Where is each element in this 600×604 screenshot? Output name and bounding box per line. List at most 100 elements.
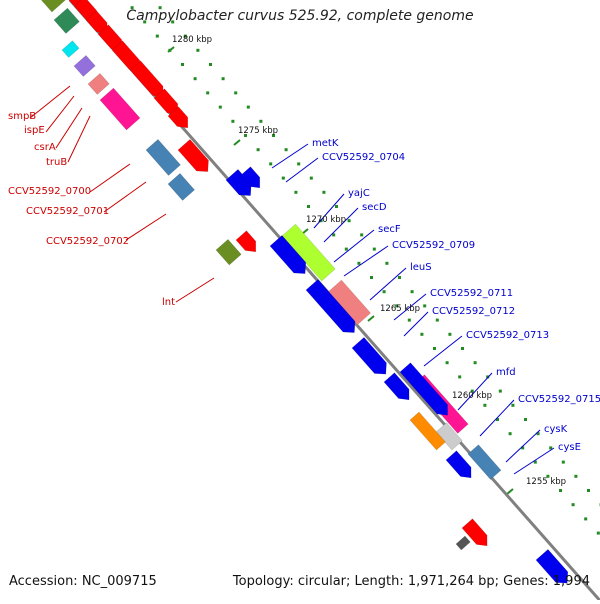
scale-tick: [206, 91, 209, 94]
scale-tick: [196, 49, 199, 52]
scale-tick: [247, 106, 250, 109]
gene-label-right[interactable]: cysK: [544, 424, 568, 435]
gene-label-right[interactable]: CCV52592_0704: [322, 152, 405, 163]
accession-text: Accession: NC_009715: [9, 574, 157, 589]
scale-tick: [222, 77, 225, 80]
scale-tick: [562, 461, 565, 464]
label-leader-line: [68, 116, 90, 162]
gene-feature[interactable]: [62, 41, 79, 58]
gene-label-left[interactable]: csrA: [34, 142, 56, 153]
label-leader-line: [176, 278, 214, 302]
scale-tick: [285, 148, 288, 151]
gene-label-right[interactable]: metK: [312, 138, 339, 149]
label-leader-line: [272, 144, 308, 168]
scale-ticks: [118, 0, 600, 535]
gene-label-left[interactable]: CCV52592_0701: [26, 206, 109, 217]
gene-feature[interactable]: [88, 73, 109, 94]
label-leader-line: [324, 208, 358, 242]
gene-label-right[interactable]: secD: [362, 202, 387, 213]
gene-feature[interactable]: [168, 173, 195, 200]
scale-tick: [572, 503, 575, 506]
scale-tick: [509, 432, 512, 435]
major-tick: [234, 140, 240, 145]
label-leader-line: [126, 214, 166, 240]
label-leader-line: [90, 164, 130, 192]
scale-tick: [269, 162, 272, 165]
gene-label-right[interactable]: CCV52592_0711: [430, 288, 513, 299]
label-leader-line: [370, 268, 406, 300]
scale-label: 1270 kbp: [306, 215, 346, 225]
scale-tick: [307, 205, 310, 208]
scale-tick: [370, 276, 373, 279]
scale-label: 1280 kbp: [172, 35, 212, 45]
scale-tick: [383, 290, 386, 293]
scale-label: 1255 kbp: [526, 477, 566, 487]
scale-tick: [310, 177, 313, 180]
scale-tick: [219, 106, 222, 109]
gene-label-right[interactable]: CCV52592_0715: [518, 394, 600, 405]
scale-tick: [231, 120, 234, 123]
scale-tick: [194, 77, 197, 80]
major-tick: [368, 316, 374, 321]
scale-tick: [408, 319, 411, 322]
scale-label: 1275 kbp: [238, 126, 278, 136]
gene-feature[interactable]: [146, 139, 180, 175]
forward-gene[interactable]: [236, 231, 256, 252]
label-leaders: [30, 86, 554, 474]
reverse-gene[interactable]: [446, 451, 471, 478]
scale-tick: [423, 304, 426, 307]
label-leader-line: [334, 230, 374, 262]
scale-tick: [360, 233, 363, 236]
scale-tick: [574, 475, 577, 478]
gene-label-right[interactable]: secF: [378, 224, 401, 235]
scale-tick: [559, 489, 562, 492]
gene-feature[interactable]: [74, 55, 95, 76]
reverse-gene[interactable]: [352, 337, 386, 374]
scale-tick: [385, 262, 388, 265]
forward-gene[interactable]: [130, 61, 163, 97]
scale-tick: [524, 418, 527, 421]
scale-tick: [294, 191, 297, 194]
label-leader-line: [104, 182, 146, 212]
scale-tick: [234, 91, 237, 94]
scale-tick: [345, 248, 348, 251]
gene-label-left[interactable]: smpB: [8, 111, 36, 122]
scale-tick: [411, 290, 414, 293]
scale-tick: [587, 489, 590, 492]
forward-gene[interactable]: [178, 139, 209, 171]
scale-tick: [474, 361, 477, 364]
gene-label-right[interactable]: CCV52592_0709: [392, 240, 475, 251]
scale-tick: [357, 262, 360, 265]
scale-tick: [448, 333, 451, 336]
gene-feature[interactable]: [216, 239, 241, 265]
gene-label-left[interactable]: CCV52592_0702: [46, 236, 129, 247]
major-tick: [507, 489, 513, 494]
scale-tick: [322, 191, 325, 194]
gene-label-left[interactable]: lnt: [162, 297, 175, 308]
scale-tick: [420, 333, 423, 336]
genome-stats-text: Topology: circular; Length: 1,971,264 bp…: [233, 574, 590, 589]
gene-label-right[interactable]: cysE: [558, 442, 581, 453]
scale-tick: [297, 162, 300, 165]
gene-label-left[interactable]: CCV52592_0700: [8, 186, 91, 197]
gene-feature[interactable]: [456, 536, 470, 550]
gene-feature[interactable]: [100, 88, 140, 130]
gene-label-left[interactable]: truB: [46, 157, 67, 168]
label-leader-line: [286, 158, 318, 182]
scale-tick: [348, 219, 351, 222]
gene-feature[interactable]: [468, 445, 501, 480]
gene-label-right[interactable]: yajC: [348, 188, 370, 199]
label-leader-line: [344, 246, 388, 276]
gene-label-right[interactable]: CCV52592_0713: [466, 330, 549, 341]
scale-tick: [483, 404, 486, 407]
gene-label-right[interactable]: CCV52592_0712: [432, 306, 515, 317]
scale-tick: [597, 532, 600, 535]
gene-label-left[interactable]: ispE: [24, 125, 45, 136]
gene-label-right[interactable]: mfd: [496, 367, 516, 378]
scale-tick: [156, 35, 159, 38]
map-title: Campylobacter curvus 525.92, complete ge…: [0, 8, 600, 24]
scale-tick: [511, 404, 514, 407]
gene-label-right[interactable]: leuS: [410, 262, 432, 273]
